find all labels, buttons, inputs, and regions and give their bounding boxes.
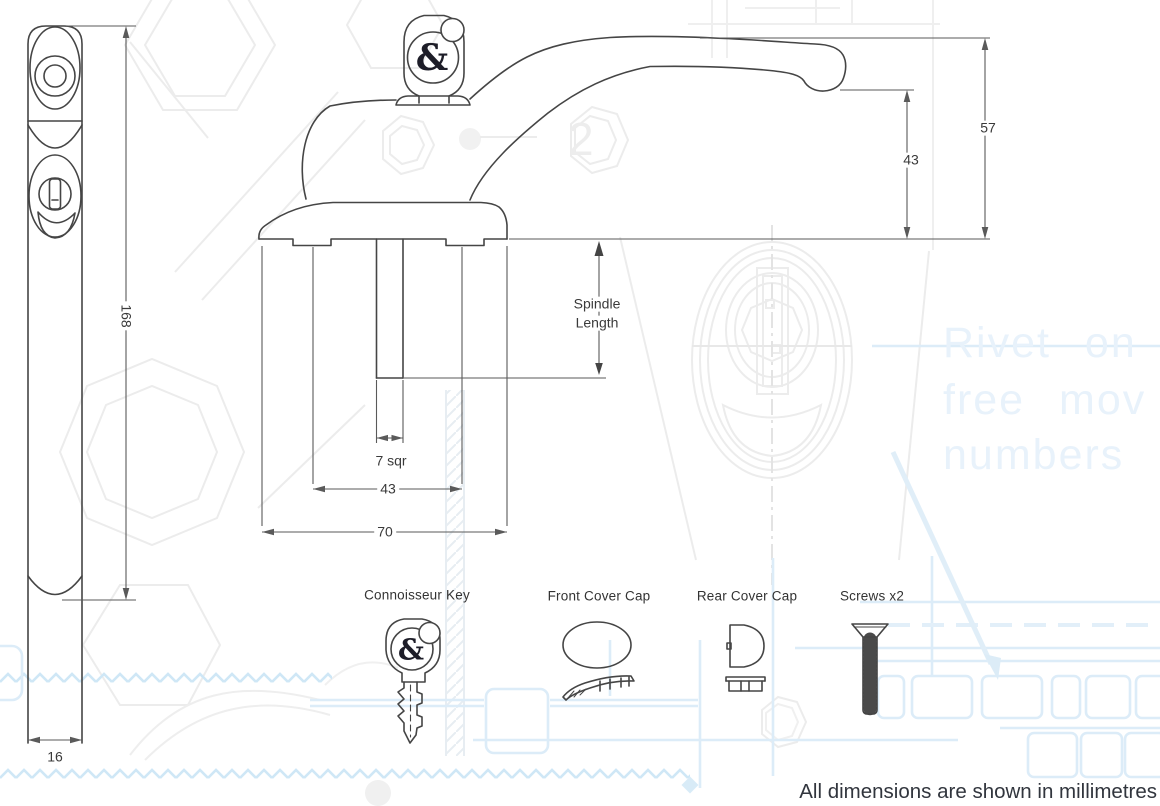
component-label-rear-cover-cap: Rear Cover Cap [696,588,798,604]
watermark-text-line3: numbers [943,431,1125,479]
dimension-fixing-centres: 43 [377,481,399,497]
front-view-dimensions [261,37,990,536]
dimension-total-height: 57 [977,120,999,136]
side-view-drawing [27,25,83,744]
rear-cover-cap-drawing [725,624,766,692]
dimension-grip-clearance: 43 [900,152,922,168]
watermark-text-line2: free mov [943,376,1147,424]
dimensions-note: All dimensions are shown in millimetres [799,780,1157,803]
dimension-spindle-square: 7 sqr [372,453,410,469]
dimension-side-width: 16 [44,749,66,765]
connoisseur-key-drawing [385,618,441,744]
watermark-sheet-number: 2 [568,113,594,165]
watermark-gray-drawings [58,0,940,806]
watermark-text-line1: Rivet on [943,319,1137,367]
dimension-spindle-label-line2: Length [572,315,622,331]
handle-front-view-drawing [258,14,847,379]
screws-drawing [851,623,889,718]
component-label-front-cover-cap: Front Cover Cap [547,588,651,604]
dimension-side-height: 168 [118,301,134,331]
dimension-spindle-label-line1: Spindle [570,296,624,312]
front-cover-cap-drawing [562,621,635,701]
dimension-base-length: 70 [374,524,396,540]
component-label-connoisseur-key: Connoisseur Key [364,587,470,603]
watermark-blue-blueprint [0,344,1160,794]
component-label-screws: Screws x2 [839,588,905,604]
key-logo-glyph-top: & [415,37,449,79]
key-logo-glyph-bottom: & [397,632,425,667]
